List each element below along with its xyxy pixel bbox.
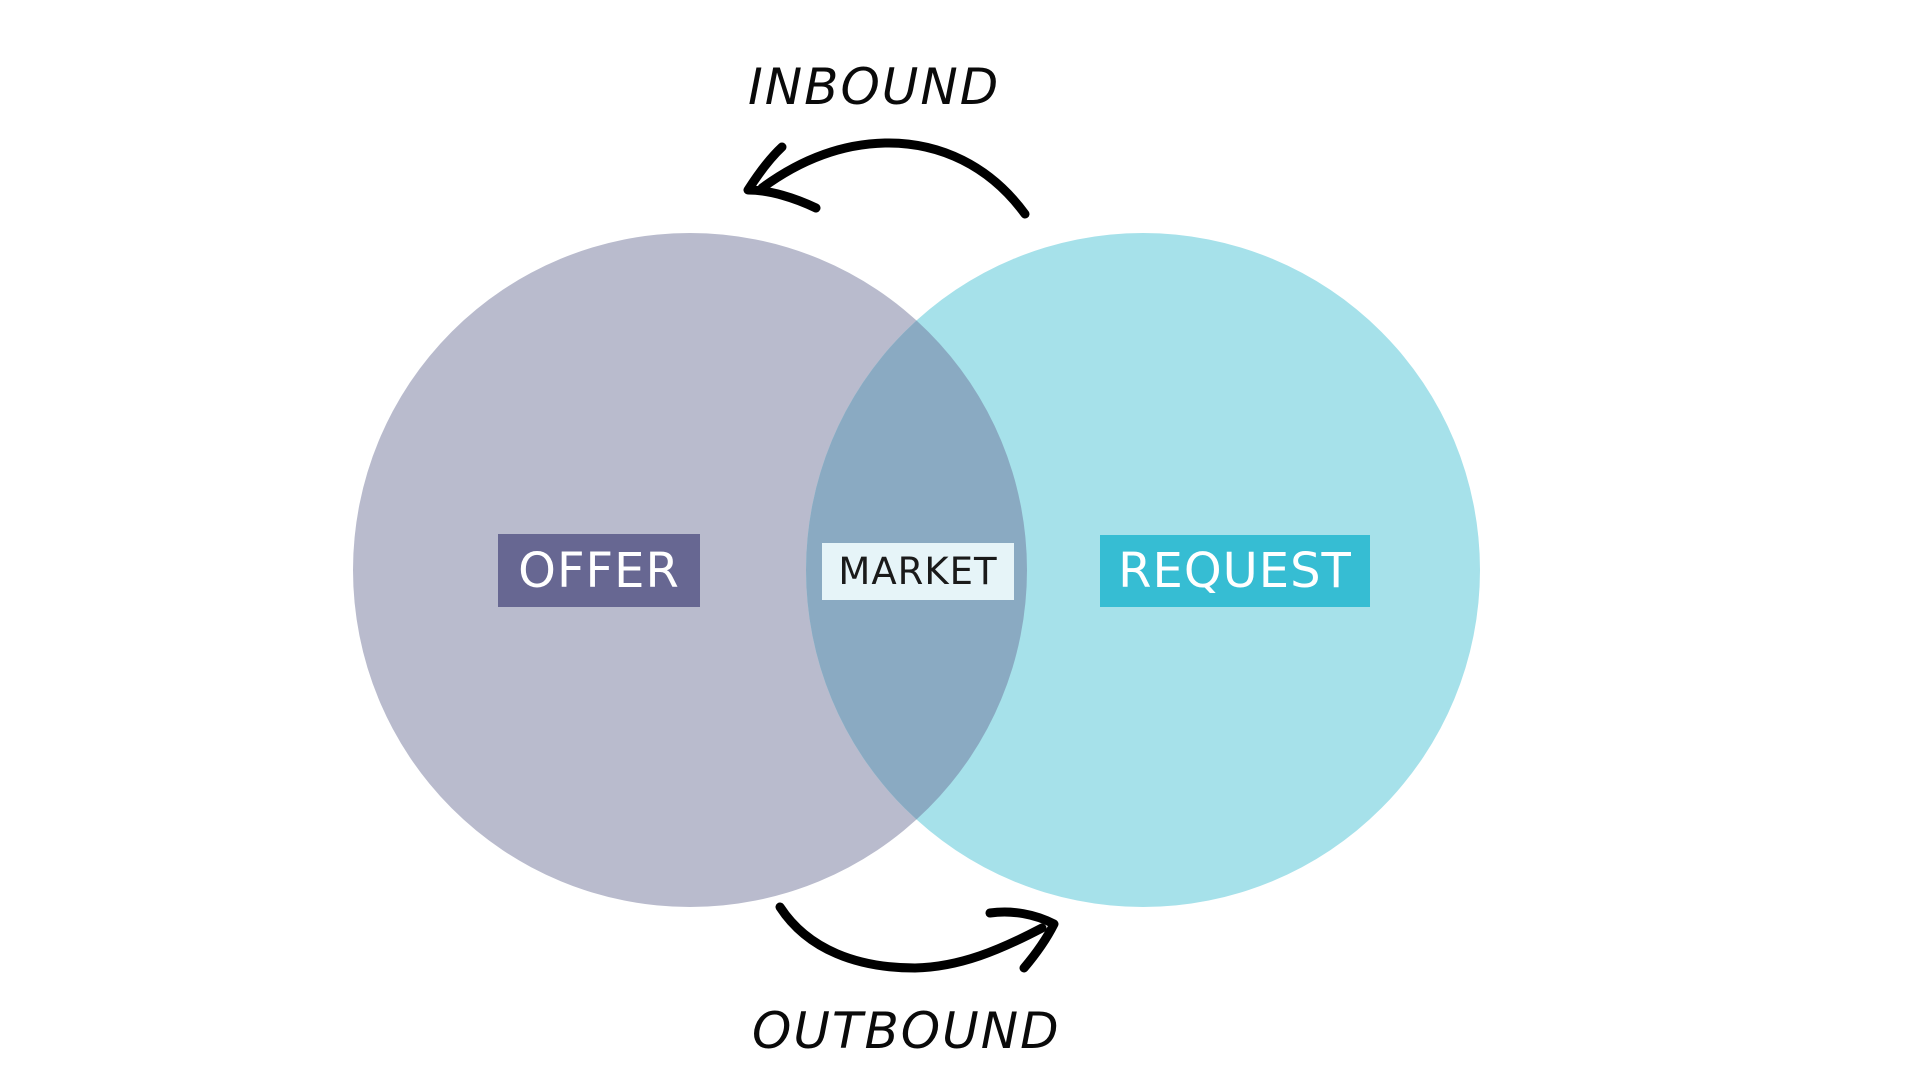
inbound-label: INBOUND — [748, 58, 1001, 116]
market-label: MARKET — [822, 543, 1014, 600]
outbound-label: OUTBOUND — [752, 1002, 1061, 1060]
market-overlap — [806, 233, 1027, 907]
request-label: REQUEST — [1100, 535, 1370, 607]
inbound-arrow-icon — [743, 138, 1030, 219]
outbound-arrow-icon — [775, 902, 1059, 973]
offer-label: OFFER — [498, 534, 700, 607]
